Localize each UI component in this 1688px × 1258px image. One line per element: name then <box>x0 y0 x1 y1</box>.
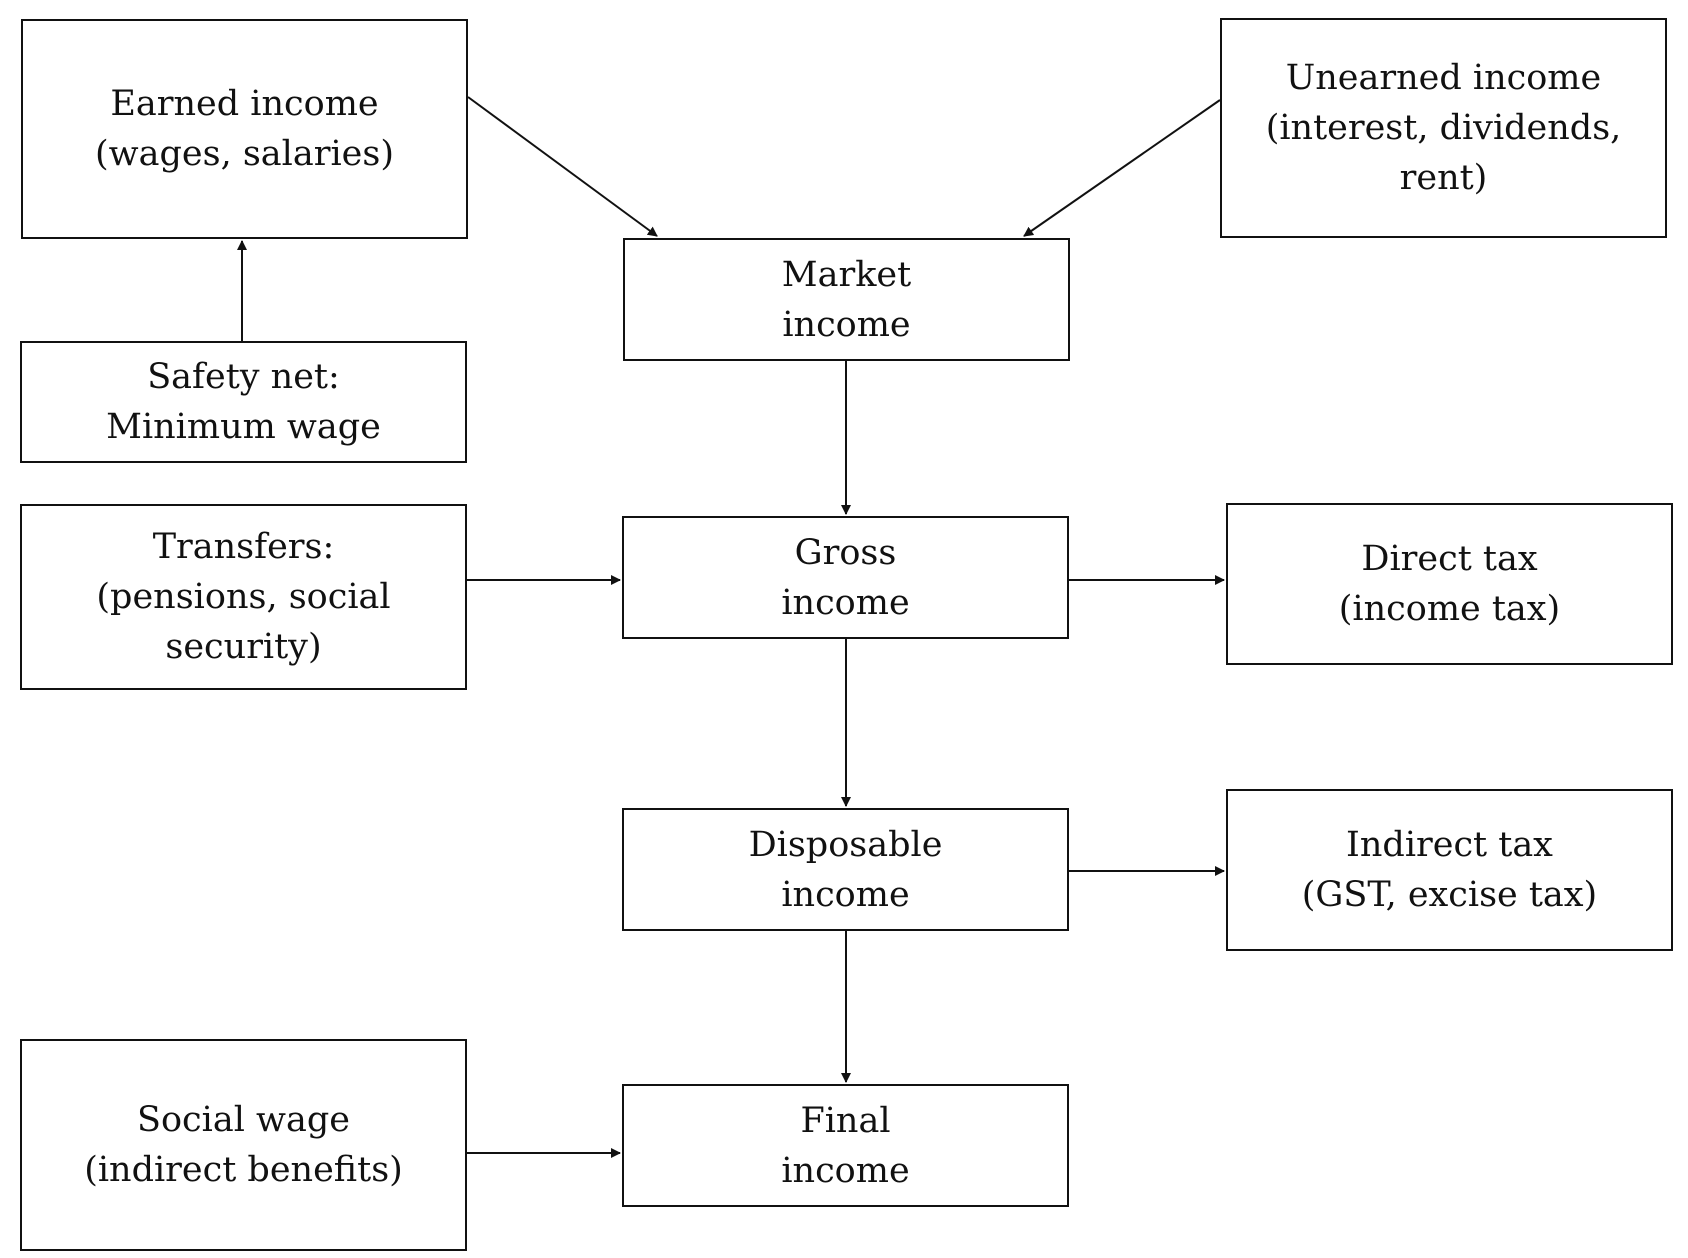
social-wage-label: Social wage (indirect benefits) <box>84 1100 403 1190</box>
final-income-box: Final income <box>622 1084 1069 1207</box>
unearned-income-label: Unearned income (interest, dividends, re… <box>1265 58 1622 198</box>
market-income-box: Market income <box>623 238 1070 361</box>
gross-income-box: Gross income <box>622 516 1069 639</box>
disposable-income-label: Disposable income <box>748 824 943 915</box>
earned-income-box: Earned income (wages, salaries) <box>21 19 468 239</box>
earned-income-label: Earned income (wages, salaries) <box>95 84 394 174</box>
disposable-income-box: Disposable income <box>622 808 1069 931</box>
transfers-label: Transfers: (pensions, social security) <box>96 527 391 667</box>
direct-tax-box: Direct tax (income tax) <box>1226 503 1673 665</box>
social-wage-box: Social wage (indirect benefits) <box>20 1039 467 1251</box>
market-income-label: Market income <box>781 254 912 345</box>
safety-net-box: Safety net: Minimum wage <box>20 341 467 463</box>
indirect-tax-label: Indirect tax (GST, excise tax) <box>1301 825 1598 915</box>
arrow-unearned-to-market <box>1023 99 1221 237</box>
final-income-label: Final income <box>781 1100 910 1191</box>
indirect-tax-box: Indirect tax (GST, excise tax) <box>1226 789 1673 951</box>
unearned-income-box: Unearned income (interest, dividends, re… <box>1220 18 1667 238</box>
direct-tax-label: Direct tax (income tax) <box>1338 539 1561 629</box>
gross-income-label: Gross income <box>781 532 910 623</box>
arrow-earned-to-market <box>467 96 658 237</box>
transfers-box: Transfers: (pensions, social security) <box>20 504 467 690</box>
safety-net-label: Safety net: Minimum wage <box>106 357 381 447</box>
